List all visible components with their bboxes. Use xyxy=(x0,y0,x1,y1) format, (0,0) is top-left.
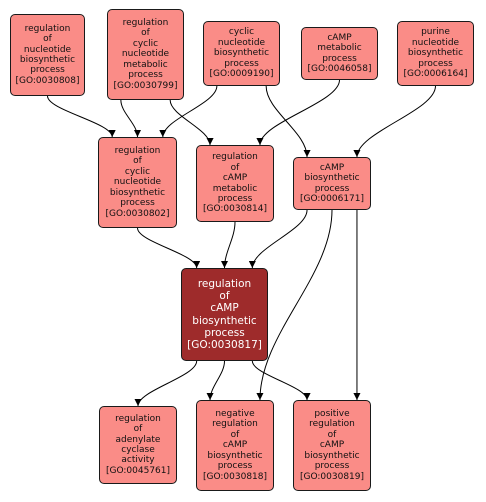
node-label: purine nucleotide biosynthetic process xyxy=(407,27,464,69)
edge-go0046058-to-go0030814 xyxy=(256,79,340,146)
node-go-0030817-focus[interactable]: regulation of cAMP biosynthetic process … xyxy=(181,268,268,361)
node-go-id: [GO:0030818] xyxy=(202,471,268,482)
node-label: regulation of cyclic nucleotide biosynth… xyxy=(109,146,166,209)
edge-go0030817-to-go0045761 xyxy=(134,360,198,407)
node-go-id: [GO:0006164] xyxy=(403,69,468,80)
edge-go0006171-to-go0030817 xyxy=(248,209,308,269)
node-label: negative regulation of cAMP biosynthetic… xyxy=(207,409,263,472)
edge-go0009190-to-go0006171 xyxy=(265,85,311,158)
node-label: regulation of adenylate cyclase activity xyxy=(115,413,161,466)
node-go-id: [GO:0046058] xyxy=(307,63,372,74)
node-go-0030802[interactable]: regulation of cyclic nucleotide biosynth… xyxy=(98,137,177,228)
node-go-0046058[interactable]: cAMP metabolic process [GO:0046058] xyxy=(301,27,378,80)
node-label: regulation of cyclic nucleotide metaboli… xyxy=(121,18,170,81)
node-go-id: [GO:0030802] xyxy=(105,208,170,219)
node-go-id: [GO:0030817] xyxy=(187,338,262,351)
node-go-id: [GO:0006171] xyxy=(299,193,365,204)
node-label: cyclic nucleotide biosynthetic process xyxy=(213,27,270,69)
edge-go0030814-to-go0030817 xyxy=(221,221,236,269)
edge-go0030802-to-go0030817 xyxy=(137,227,201,269)
node-go-0030819[interactable]: positive regulation of cAMP biosynthetic… xyxy=(293,400,371,491)
node-go-id: [GO:0030808] xyxy=(15,75,80,86)
node-go-0045761[interactable]: regulation of adenylate cyclase activity… xyxy=(99,406,177,484)
edge-go0030808-to-go0030802 xyxy=(47,95,116,138)
node-go-0006171[interactable]: cAMP biosynthetic process [GO:0006171] xyxy=(293,157,371,210)
edge-go0006164-to-go0006171 xyxy=(353,85,436,158)
node-label: cAMP metabolic process xyxy=(317,32,362,64)
node-go-id: [GO:0009190] xyxy=(209,69,274,80)
node-go-0006164[interactable]: purine nucleotide biosynthetic process [… xyxy=(397,21,474,86)
node-label: cAMP biosynthetic process xyxy=(304,162,360,194)
node-go-0030799[interactable]: regulation of cyclic nucleotide metaboli… xyxy=(107,9,184,100)
node-go-0009190[interactable]: cyclic nucleotide biosynthetic process [… xyxy=(203,21,280,86)
edge-go0030799-to-go0030814 xyxy=(169,99,214,146)
node-go-id: [GO:0030814] xyxy=(202,204,268,215)
node-go-0030818[interactable]: negative regulation of cAMP biosynthetic… xyxy=(196,400,274,491)
node-label: regulation of cAMP biosynthetic process xyxy=(192,277,257,339)
node-go-id: [GO:0045761] xyxy=(105,465,171,476)
edge-go0009190-to-go0030802 xyxy=(159,85,218,138)
node-label: regulation of nucleotide biosynthetic pr… xyxy=(19,23,76,76)
node-go-id: [GO:0030799] xyxy=(113,80,178,91)
edge-go0030799-to-go0030802 xyxy=(120,99,141,138)
node-label: regulation of cAMP metabolic process xyxy=(212,152,258,204)
edge-go0030817-to-go0030819 xyxy=(251,360,311,401)
node-go-id: [GO:0030819] xyxy=(299,471,365,482)
node-label: positive regulation of cAMP biosynthetic… xyxy=(304,409,360,472)
edge-go0030817-to-go0030818 xyxy=(206,360,225,401)
node-go-0030808[interactable]: regulation of nucleotide biosynthetic pr… xyxy=(10,14,85,96)
node-go-0030814[interactable]: regulation of cAMP metabolic process [GO… xyxy=(196,145,274,222)
edge-go0006171-to-go0030818 xyxy=(256,209,333,401)
